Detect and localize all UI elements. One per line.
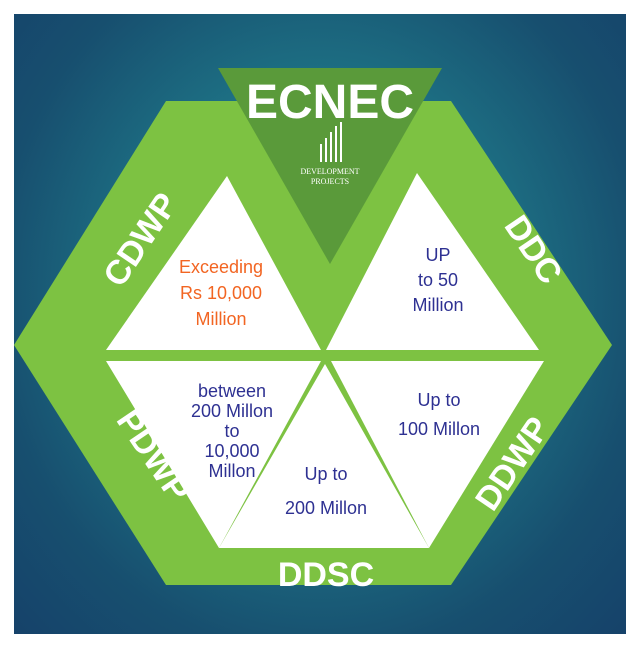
- ddc-text-3: Million: [412, 295, 463, 315]
- ddsc-text-2: 200 Millon: [285, 498, 367, 518]
- ddwp-text-1: Up to: [417, 390, 460, 410]
- logo-line-1: DEVELOPMENT: [300, 167, 359, 176]
- triangle-pdwp: [106, 361, 321, 548]
- triangle-ddsc: [219, 364, 429, 548]
- cdwp-text-3: Million: [195, 309, 246, 329]
- triangle-ddwp: [331, 361, 544, 548]
- ddsc-text-1: Up to: [304, 464, 347, 484]
- cdwp-text-1: Exceeding: [179, 257, 263, 277]
- ddc-text-2: to 50: [418, 270, 458, 290]
- pdwp-text-3: to: [224, 421, 239, 441]
- triangle-cdwp: [106, 176, 321, 350]
- approval-forums-diagram: ECNEC DEVELOPMENT PROJECTS CDWP PDWP DDC…: [14, 68, 612, 594]
- pdwp-text-4: 10,000: [204, 441, 259, 461]
- ecnec-label: ECNEC: [246, 76, 414, 129]
- pdwp-text-2: 200 Millon: [191, 401, 273, 421]
- pdwp-text-5: Millon: [208, 461, 255, 481]
- triangle-ddc: [326, 173, 539, 350]
- pdwp-text-1: between: [198, 381, 266, 401]
- cdwp-text-2: Rs 10,000: [180, 283, 262, 303]
- ddc-text-1: UP: [425, 245, 450, 265]
- ddsc-label: DDSC: [278, 556, 374, 594]
- bar-chart-icon: [320, 122, 342, 162]
- logo-line-2: PROJECTS: [311, 177, 349, 186]
- ddwp-text-2: 100 Millon: [398, 419, 480, 439]
- diagram-canvas: ECNEC DEVELOPMENT PROJECTS CDWP PDWP DDC…: [14, 14, 626, 634]
- ecnec-triangle: [218, 68, 442, 264]
